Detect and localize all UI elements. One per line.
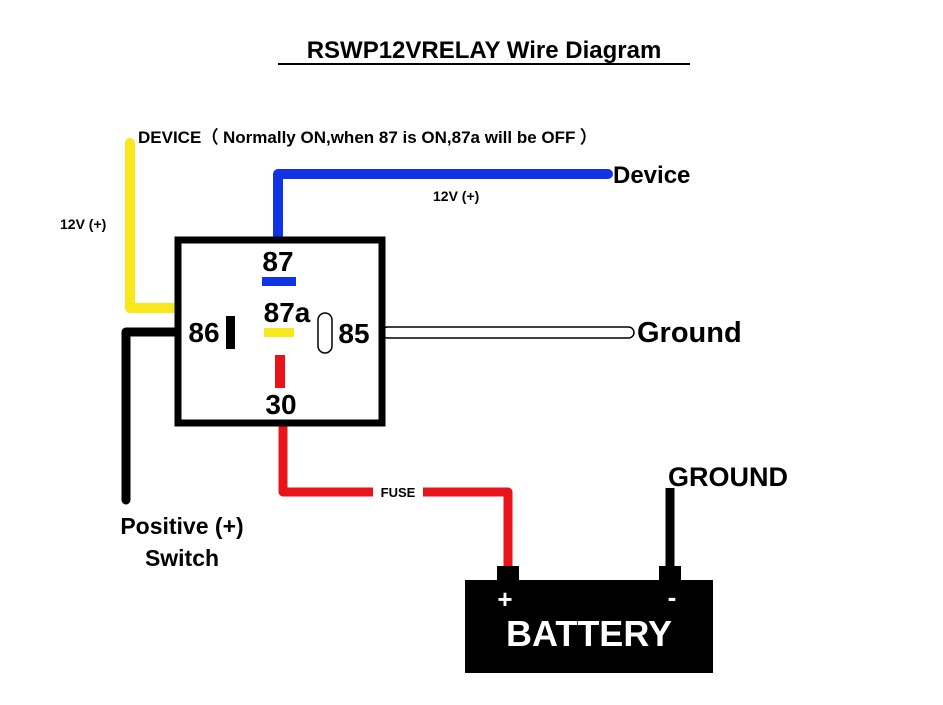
fuse-label: FUSE [381, 485, 416, 500]
pin-86-bar [226, 316, 235, 349]
black-wire-86 [121, 327, 181, 505]
battery-body [465, 580, 713, 673]
pin-86-label: 86 [188, 317, 219, 348]
battery-positive-terminal [497, 566, 519, 582]
diagram-title: RSWP12VRELAY Wire Diagram [307, 37, 662, 64]
pin-85-slot [317, 312, 333, 354]
ground-label: Ground [637, 317, 742, 349]
voltage-label-top: 12V (+) [433, 188, 479, 204]
blue-wire-87 [273, 169, 613, 241]
positive-switch-label-line2: Switch [145, 545, 219, 571]
device-note: DEVICE（ Normally ON,when 87 is ON,87a wi… [138, 127, 597, 147]
ground-wire-85 [381, 326, 635, 339]
pin-30-label: 30 [265, 389, 296, 420]
positive-switch-label-line1: Positive (+) [120, 513, 243, 539]
device-label: Device [613, 162, 690, 189]
pin-87-label: 87 [262, 246, 293, 277]
voltage-label-left: 12V (+) [60, 216, 106, 232]
pin-87a-label: 87a [264, 297, 311, 328]
fuse-label-bg [373, 485, 423, 500]
pin-30-bar [275, 355, 285, 388]
battery-ground-label: GROUND [668, 462, 788, 492]
pin-85-label: 85 [338, 318, 369, 349]
battery-minus-sign: - [668, 582, 677, 612]
pin-87a-bar [264, 328, 294, 337]
battery-plus-sign: + [497, 584, 512, 614]
battery-label: BATTERY [506, 613, 672, 654]
battery-negative-terminal [659, 566, 681, 582]
pin-87-bar [262, 277, 296, 286]
